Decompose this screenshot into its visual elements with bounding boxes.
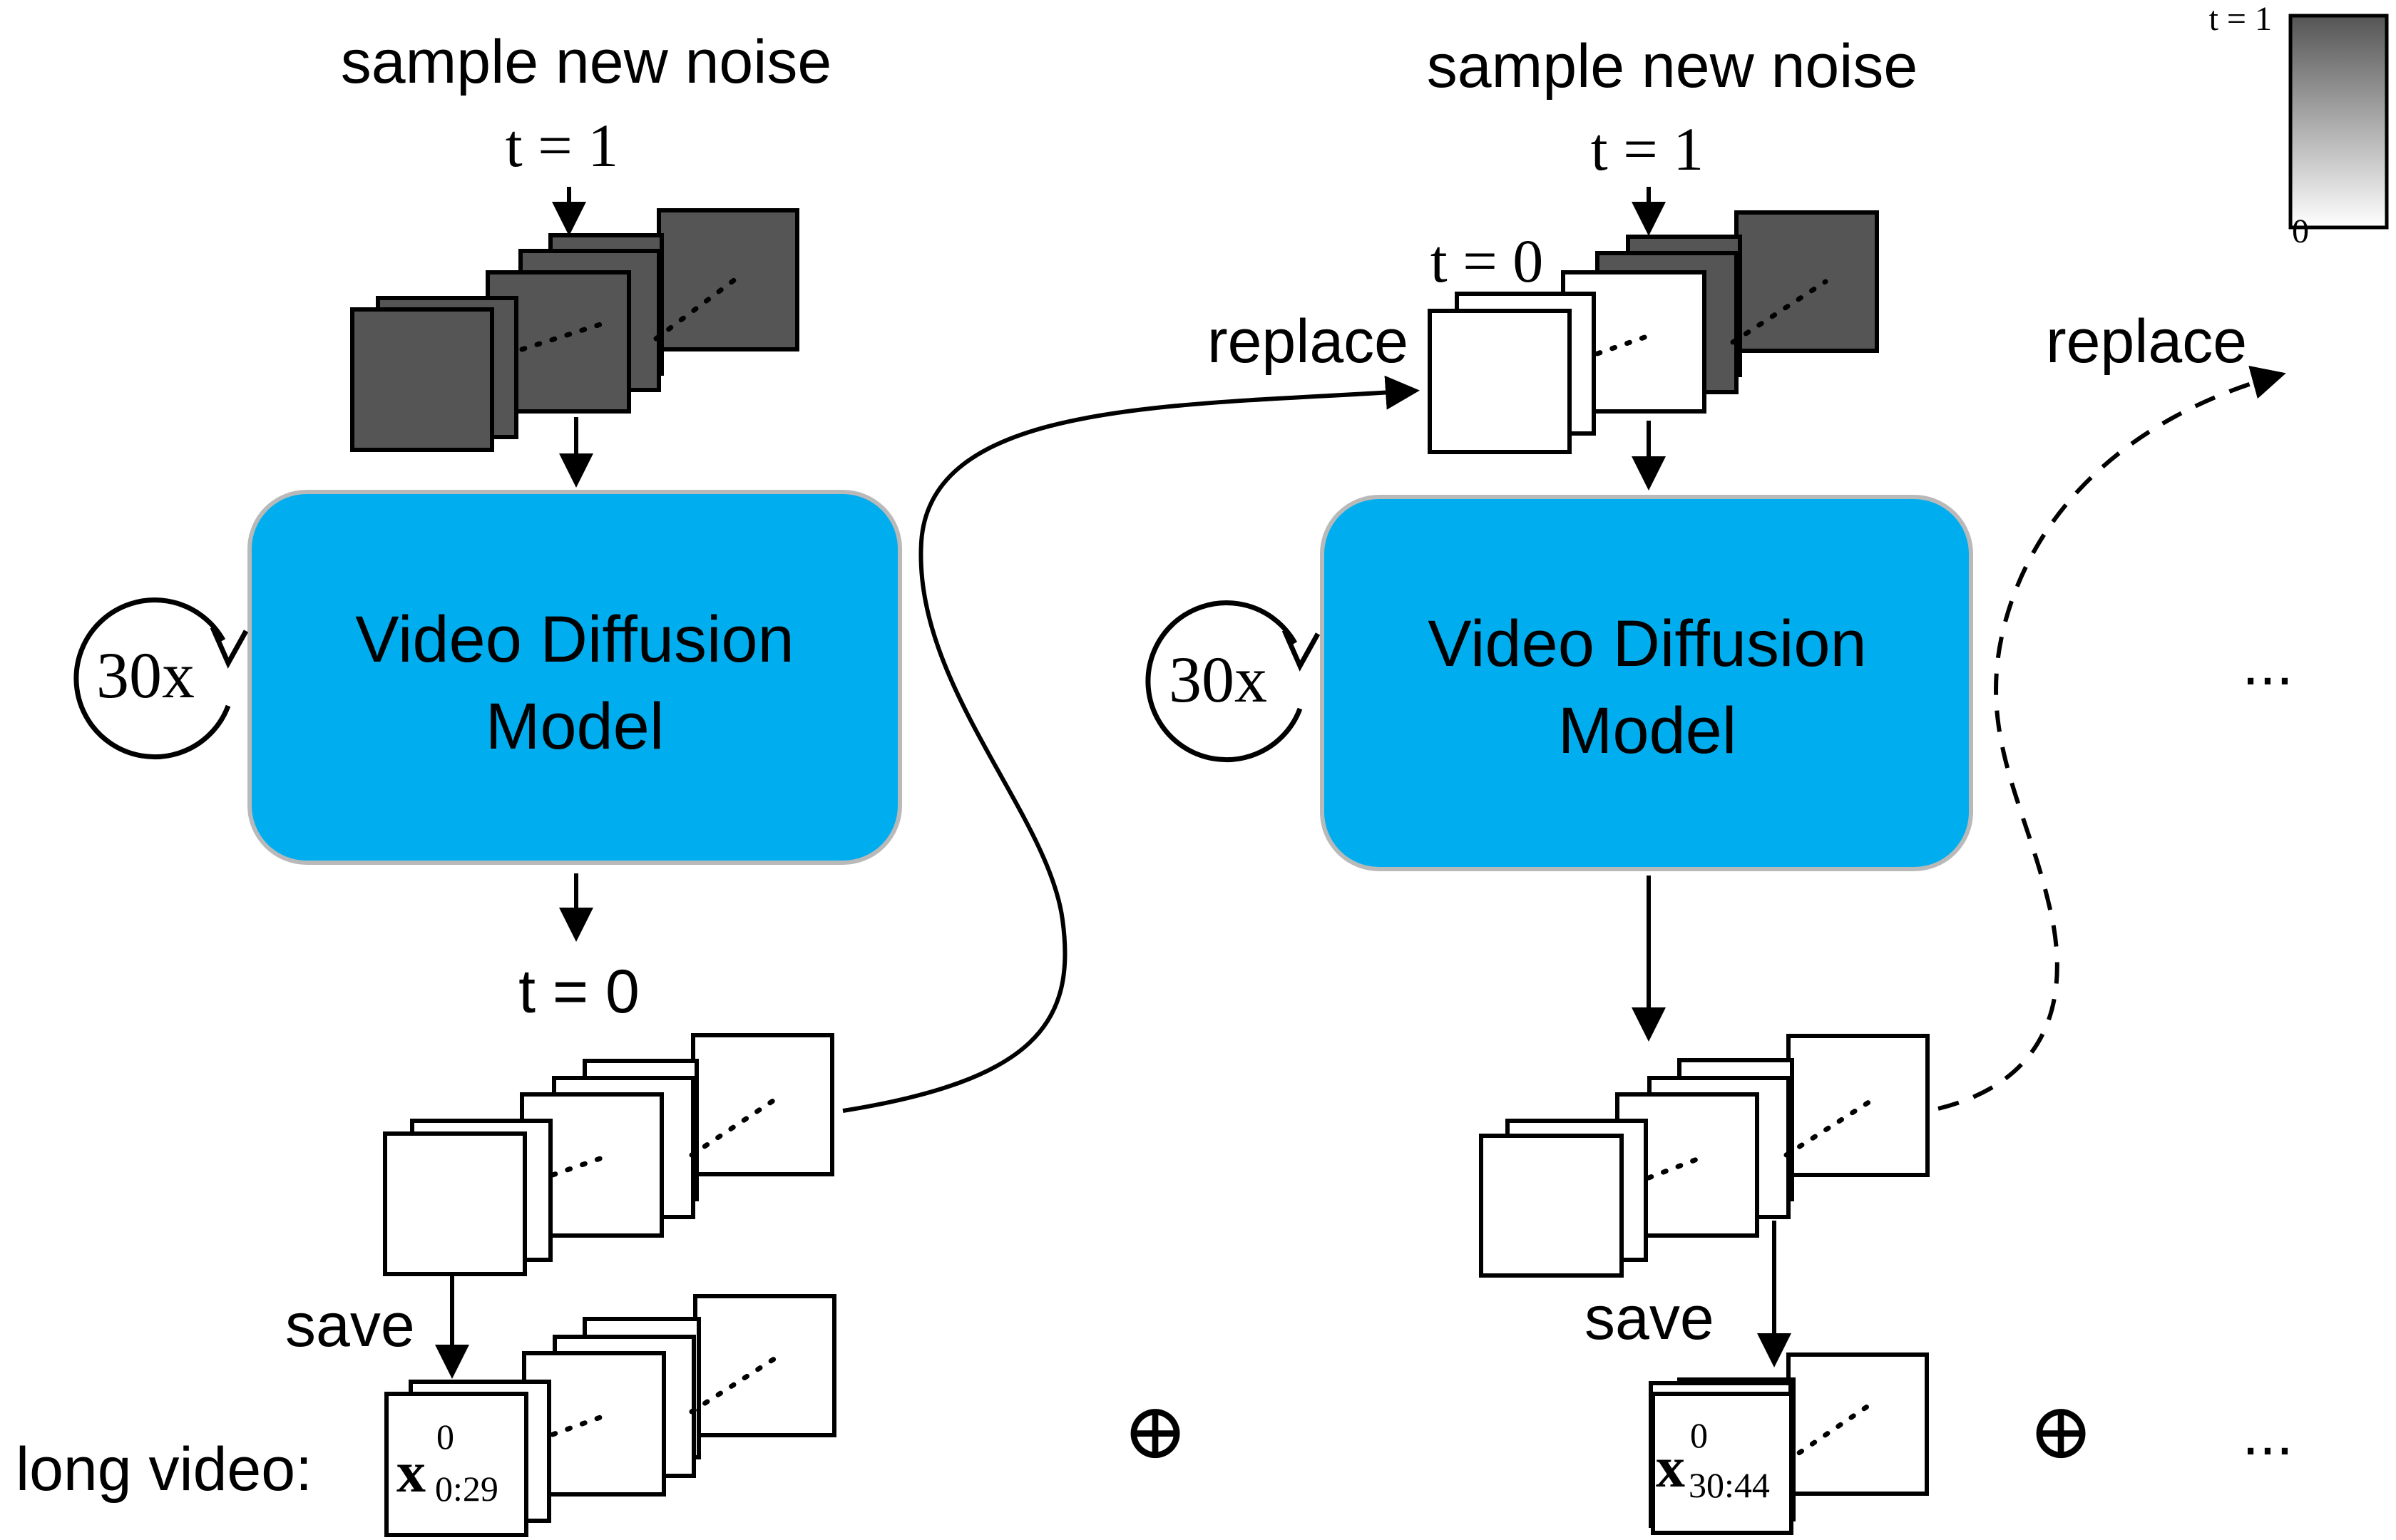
loop-indicator: 30x bbox=[1145, 600, 1321, 763]
replace-label: replace bbox=[1207, 307, 1408, 376]
condition-timestep-label: t = 0 bbox=[1430, 227, 1543, 295]
ellipsis-dots bbox=[689, 1352, 784, 1415]
mixed-frames-stack bbox=[1428, 210, 1879, 454]
clean-frame bbox=[1479, 1134, 1624, 1278]
sample-noise-title: sample new noise bbox=[1427, 32, 1918, 101]
saved-frame bbox=[1786, 1352, 1929, 1496]
model-label-line1: Video Diffusion bbox=[1428, 607, 1866, 680]
legend-bottom-label: 0 bbox=[2292, 212, 2309, 250]
step-1: sample new noise t = 1 Video Diffusion M… bbox=[73, 28, 902, 1537]
next-replace-connector bbox=[1937, 365, 2286, 1111]
ellipsis-dots bbox=[1783, 1398, 1878, 1464]
long-video-label: long video: bbox=[16, 1435, 312, 1504]
clip-superscript: 0 bbox=[436, 1417, 454, 1457]
loop-indicator: 30x bbox=[73, 597, 249, 760]
next-ellipsis: ... bbox=[2242, 630, 2293, 698]
denoised-frames-stack bbox=[1479, 1034, 1930, 1278]
model-label-line2: Model bbox=[1558, 694, 1737, 767]
loop-arrowhead-icon bbox=[1281, 629, 1321, 672]
saved-frame bbox=[693, 1294, 836, 1437]
noise-frame bbox=[657, 208, 799, 351]
step-2: sample new noise t = 1 t = 0 replace Vid… bbox=[1145, 32, 1973, 1535]
clean-frame bbox=[1786, 1034, 1930, 1177]
clean-frame bbox=[383, 1131, 527, 1276]
ellipsis-dots bbox=[550, 1412, 609, 1437]
clip-subscript: 0:29 bbox=[435, 1469, 498, 1509]
long-video-ellipsis: ... bbox=[2242, 1400, 2293, 1468]
legend-top-label: t = 1 bbox=[2209, 0, 2272, 38]
replace-connector bbox=[842, 375, 1420, 1113]
next-replace-label: replace bbox=[2046, 307, 2247, 376]
noise-frame bbox=[350, 307, 494, 452]
loop-icon bbox=[73, 597, 231, 760]
saved-clip-stack: x 0 0:29 bbox=[384, 1294, 836, 1537]
saved-frame bbox=[1651, 1392, 1793, 1535]
save-label: save bbox=[1584, 1284, 1714, 1352]
ellipsis-dots bbox=[1783, 1095, 1878, 1158]
concat-symbol-2: ⊕ bbox=[2028, 1388, 2094, 1475]
noisy-frames-stack bbox=[350, 208, 799, 452]
clip-symbol: x bbox=[1656, 1434, 1685, 1499]
save-label: save bbox=[285, 1291, 415, 1360]
saved-frame bbox=[384, 1392, 528, 1537]
video-diffusion-model-box bbox=[247, 490, 902, 865]
ellipsis-dots bbox=[653, 272, 744, 342]
ellipsis-dots bbox=[689, 1095, 780, 1158]
model-label-line1: Video Diffusion bbox=[355, 603, 794, 676]
concat-symbol-1: ⊕ bbox=[1122, 1388, 1188, 1475]
ellipsis-dots bbox=[550, 1154, 609, 1178]
timestep-gradient-bar bbox=[2288, 14, 2389, 230]
noise-frame bbox=[1734, 210, 1879, 353]
loop-icon bbox=[1145, 600, 1303, 763]
ellipsis-dots bbox=[1646, 1154, 1707, 1181]
model-label-line2: Model bbox=[486, 690, 665, 763]
saved-clip-stack: x 0 30:44 bbox=[1649, 1352, 1929, 1535]
loop-count-label: 30x bbox=[96, 639, 195, 712]
video-diffusion-model-box bbox=[1320, 495, 1973, 871]
loop-count-label: 30x bbox=[1169, 643, 1267, 716]
clip-superscript: 0 bbox=[1690, 1415, 1708, 1455]
clip-symbol: x bbox=[396, 1439, 426, 1504]
timestep-legend: t = 1 0 bbox=[2209, 0, 2389, 250]
clean-frame bbox=[1428, 309, 1572, 454]
noise-timestep-label: t = 1 bbox=[506, 111, 618, 180]
denoised-frames-stack bbox=[383, 1033, 834, 1276]
clean-frame bbox=[691, 1033, 834, 1176]
clip-subscript: 30:44 bbox=[1689, 1465, 1770, 1505]
ellipsis-dots bbox=[1594, 332, 1654, 356]
sample-noise-title: sample new noise bbox=[341, 28, 831, 96]
noise-timestep-label: t = 1 bbox=[1591, 115, 1704, 183]
output-timestep-label: t = 0 bbox=[518, 958, 640, 1026]
ellipsis-dots bbox=[519, 322, 603, 352]
loop-arrowhead-icon bbox=[210, 626, 249, 669]
ellipsis-dots bbox=[1730, 279, 1828, 345]
